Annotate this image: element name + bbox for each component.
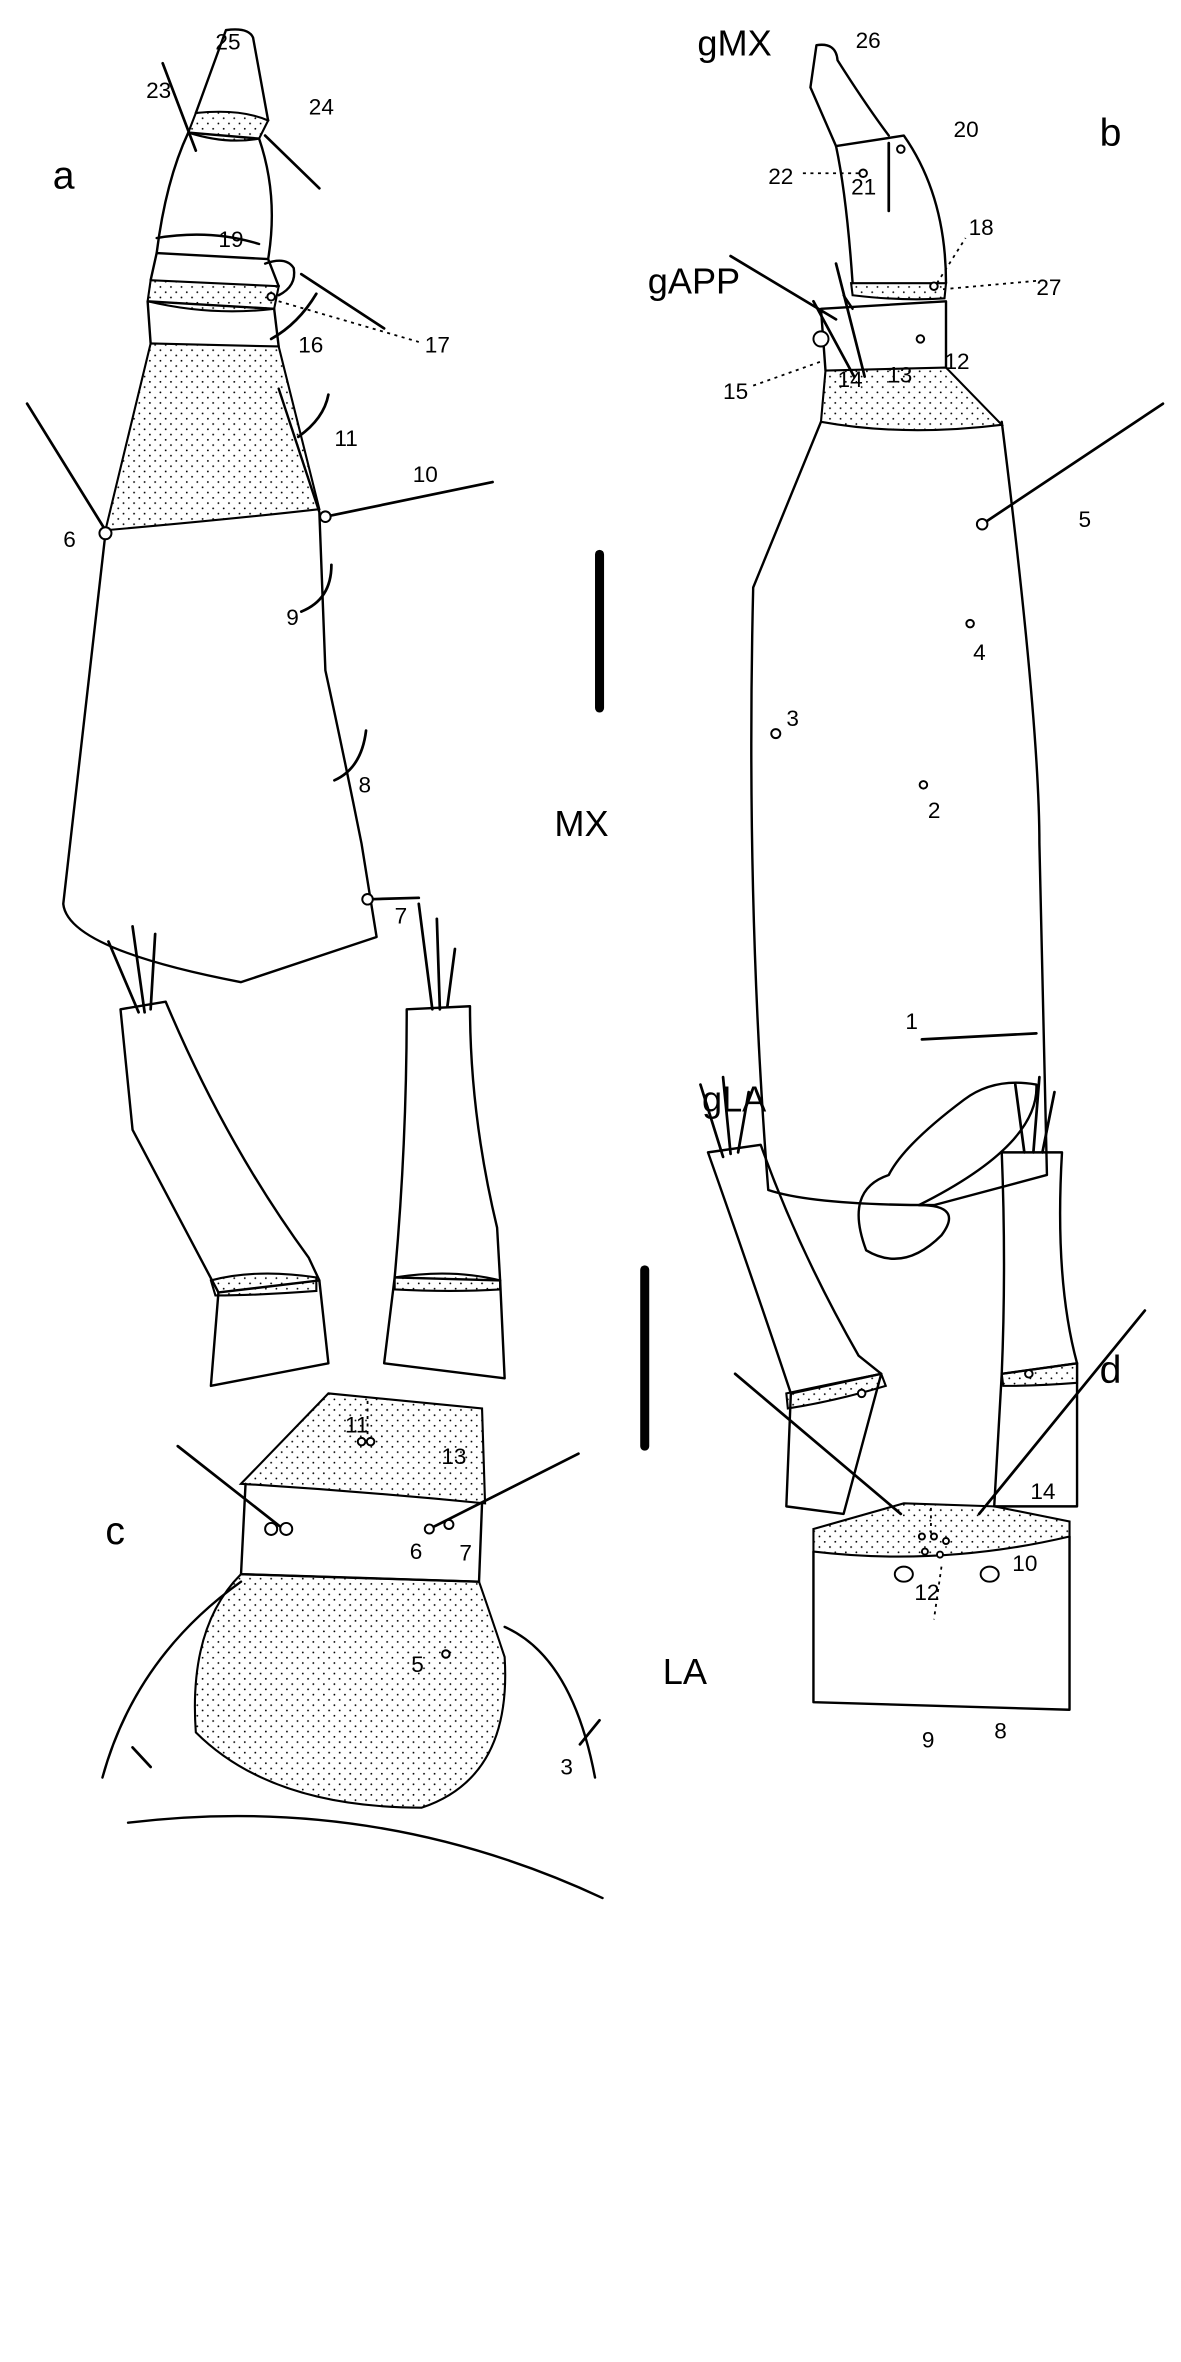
group-label-gmx: gMX	[697, 23, 771, 64]
seta-label: 3	[560, 1755, 573, 1780]
seta-label: 15	[723, 379, 748, 404]
seta-label: 21	[851, 174, 876, 199]
seta-label: 22	[768, 164, 793, 189]
seta-label: 20	[954, 117, 979, 142]
setae-labels-c: 11 13 6 7 5 3	[345, 1413, 573, 1780]
seta-label: 16	[298, 332, 323, 357]
seta-label: 8	[994, 1718, 1007, 1743]
panel-label-b: b	[1100, 112, 1122, 155]
seta-label: 11	[334, 426, 357, 451]
seta-label: 7	[395, 903, 408, 928]
seta-label: 24	[309, 94, 334, 119]
seta-label: 14	[838, 367, 863, 392]
seta-label: 9	[922, 1727, 935, 1752]
seta-label: 4	[973, 640, 986, 665]
panel-label-c: c	[105, 1510, 125, 1553]
seta-label: 10	[413, 462, 438, 487]
seta-label: 1	[905, 1009, 918, 1034]
group-label-la: LA	[663, 1651, 708, 1692]
seta-label: 11	[345, 1413, 368, 1438]
seta-label: 26	[856, 28, 881, 53]
seta-label: 23	[146, 78, 171, 103]
seta-label: 5	[411, 1652, 424, 1677]
seta-label: 13	[887, 363, 912, 388]
seta-label: 6	[410, 1539, 423, 1564]
seta-label: 6	[63, 527, 76, 552]
panel-label-a: a	[53, 154, 75, 197]
setae-labels-b: 26 20 22 21 18 27 15 14 13 12 5 4 3 2 1	[723, 28, 1091, 1034]
seta-label: 13	[441, 1444, 466, 1469]
seta-label: 17	[425, 332, 450, 357]
seta-label: 19	[218, 227, 243, 252]
seta-label: 12	[914, 1580, 939, 1605]
group-label-mx: MX	[554, 803, 608, 844]
setae-labels-d: 14 10 12 9 8	[914, 1479, 1055, 1753]
seta-label: 25	[215, 30, 240, 55]
seta-label: 2	[928, 798, 941, 823]
seta-label: 14	[1030, 1479, 1055, 1504]
labium-drawing-d	[699, 1075, 1147, 1711]
seta-label: 3	[786, 706, 799, 731]
group-label-gapp: gAPP	[648, 261, 740, 302]
seta-label: 5	[1079, 507, 1092, 532]
group-label-gla: gLA	[702, 1079, 767, 1120]
labium-drawing-c	[101, 902, 604, 1900]
seta-label: 7	[459, 1541, 472, 1566]
seta-label: 9	[286, 605, 299, 630]
seta-label: 27	[1036, 275, 1061, 300]
setae-labels-a: 25 23 24 19 17 16 11 10 6 9 8 7	[63, 30, 450, 929]
maxilla-drawing-a	[25, 28, 494, 984]
seta-label: 10	[1012, 1551, 1037, 1576]
seta-label: 12	[944, 349, 969, 374]
seta-label: 18	[969, 215, 994, 240]
panel-label-d: d	[1100, 1349, 1122, 1392]
maxilla-drawing-b	[729, 43, 1165, 1260]
seta-label: 8	[359, 772, 372, 797]
